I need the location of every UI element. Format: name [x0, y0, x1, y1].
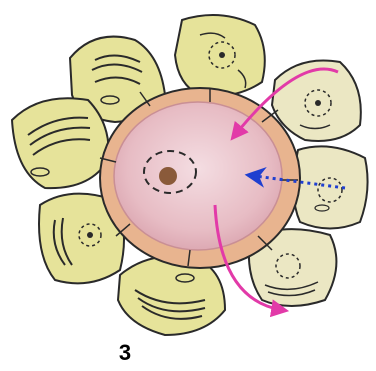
surrounding-cell-left: [12, 98, 109, 188]
panel-label: 3: [110, 340, 140, 366]
surrounding-cell-top-center: [175, 15, 265, 96]
central-cell: [100, 88, 300, 268]
surrounding-cell-top-right: [272, 60, 361, 141]
nucleolus: [159, 167, 177, 185]
